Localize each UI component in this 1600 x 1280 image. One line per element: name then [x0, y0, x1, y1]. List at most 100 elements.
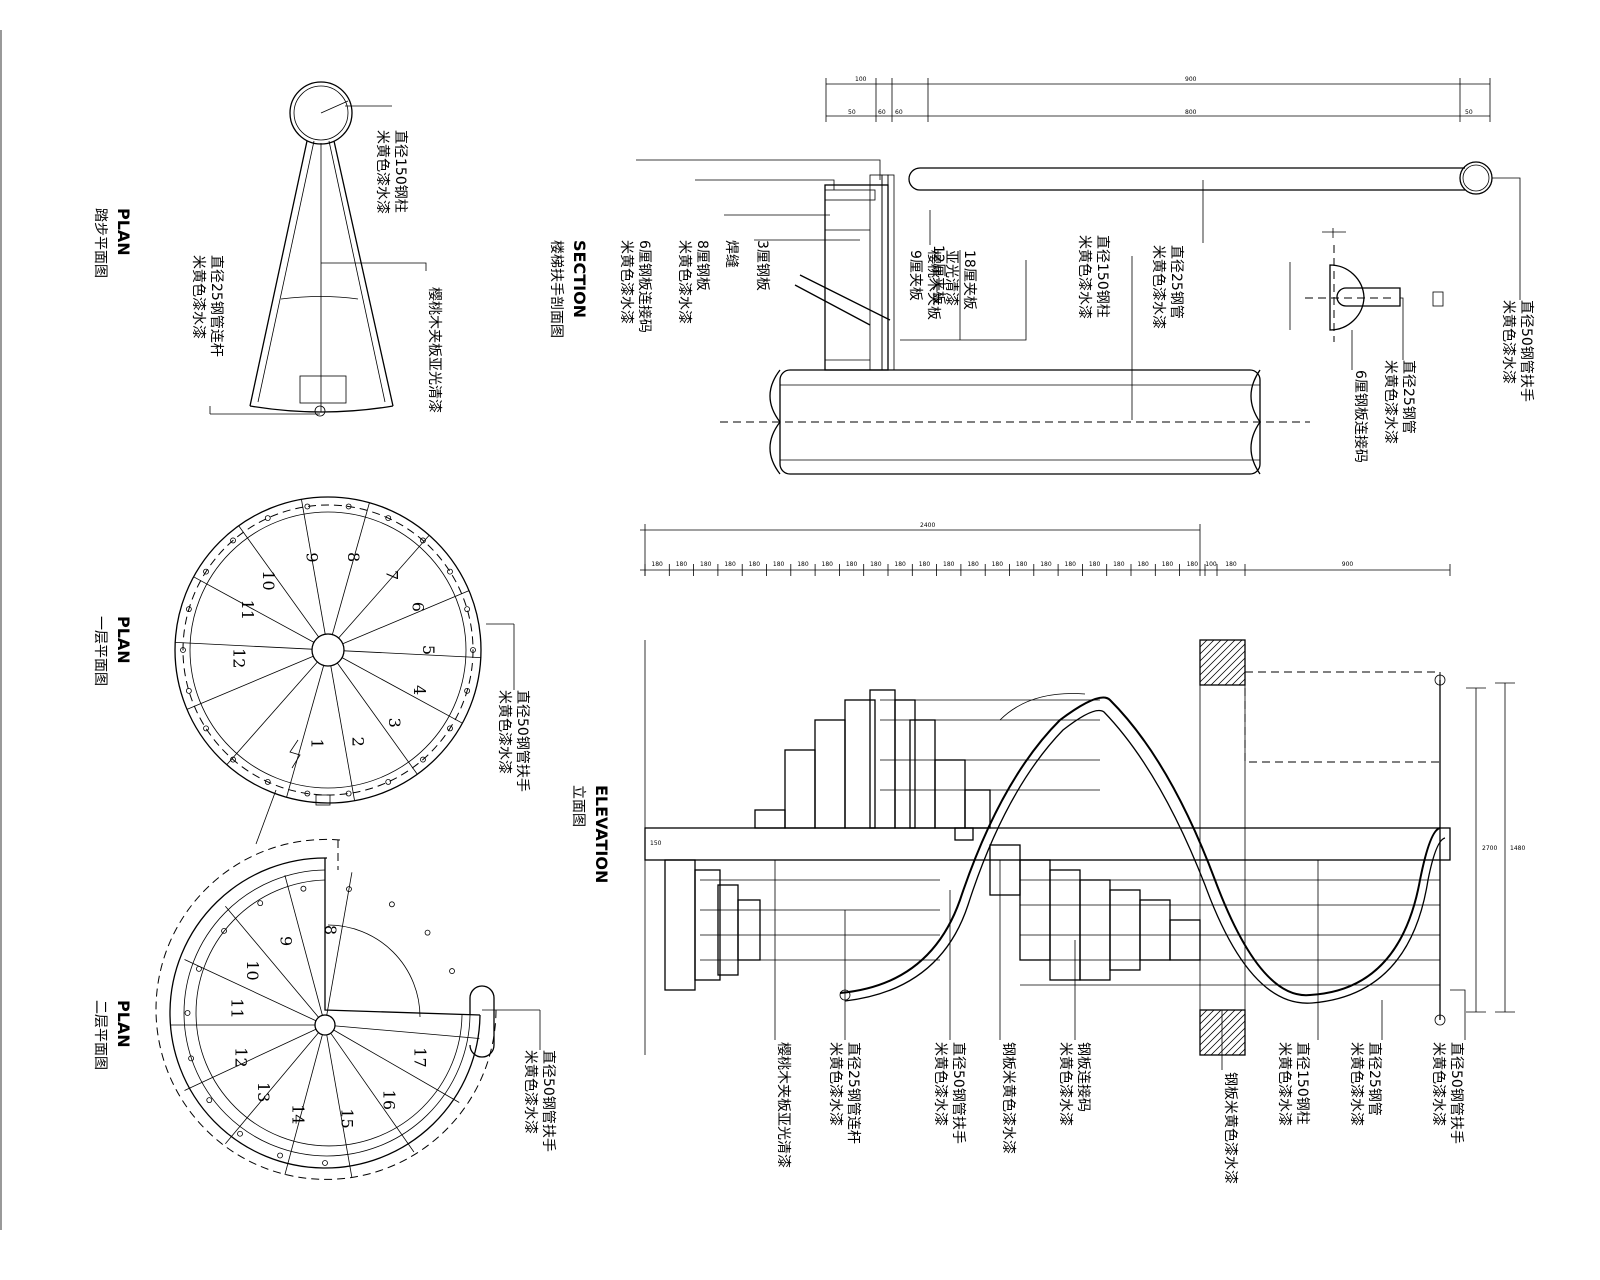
note-line: 直径25钢管连杆	[208, 255, 225, 357]
elev-note-column: 直径150钢柱 米黄色漆水漆	[1276, 1042, 1311, 1126]
plan-floor1-note: 直径50钢管扶手 米黄色漆水漆	[496, 690, 531, 792]
hatch-line	[1203, 1013, 1246, 1056]
step-spoke	[226, 661, 318, 765]
step-block	[909, 719, 936, 829]
note-line: 直径25钢管连杆	[845, 1042, 862, 1144]
link-line	[255, 789, 277, 845]
note-line: 钢板米黄色漆水漆	[1000, 1042, 1017, 1154]
dim-text: 60	[878, 109, 886, 116]
column-inner	[293, 85, 349, 141]
hatch-line	[1199, 1009, 1229, 1039]
step-spoke	[284, 1034, 323, 1175]
hatch-line	[1231, 1041, 1246, 1056]
elev-note-plate: 钢板米黄色漆水漆	[1000, 1042, 1017, 1154]
step-number: 12	[232, 1047, 251, 1067]
tread-plan-title: PLAN 踏步平面图	[92, 208, 133, 278]
dim-text: 180	[1137, 561, 1149, 568]
post-dot	[424, 929, 431, 936]
step-block	[737, 899, 761, 961]
note-line: 樱桃木夹板	[925, 250, 942, 320]
hatch-line	[1199, 639, 1243, 683]
note-line: 8厘钢板	[694, 240, 710, 291]
step-spoke	[193, 576, 315, 643]
dim-text: 180	[894, 561, 906, 568]
elevation-title-zh: 立面图	[570, 785, 586, 827]
step-spoke	[330, 1032, 415, 1153]
note-line: 米黄色漆水漆	[932, 1042, 949, 1126]
dim-text: 180	[700, 561, 712, 568]
dim-text: 180	[1225, 561, 1237, 568]
step-block	[1139, 899, 1171, 961]
step-spoke	[225, 1032, 319, 1144]
step-spoke	[326, 1034, 353, 1178]
step-block	[989, 844, 1021, 896]
step-block	[1169, 919, 1201, 961]
plan-floor2-title-en: PLAN	[114, 1000, 133, 1048]
section-note-baluster: 直径25钢管 米黄色漆水漆	[1150, 245, 1185, 329]
elev-note-tread: 樱桃木夹板亚光清漆	[775, 1042, 792, 1168]
step-number: 2	[349, 737, 368, 747]
step-number: 14	[289, 1104, 308, 1124]
dim-text: 900	[1342, 561, 1354, 568]
dim-text: 180	[967, 561, 979, 568]
note-line: 米黄色漆水漆	[374, 130, 391, 214]
detail-note-connector: 6厘钢板连接码	[1352, 370, 1369, 463]
post-dot	[304, 790, 311, 797]
dim-text: 180	[676, 561, 688, 568]
plan-floor1-title-zh: 一层平面图	[92, 616, 108, 686]
note-line: 米黄色漆水漆	[1430, 1042, 1447, 1126]
center-column	[314, 1014, 336, 1036]
post-dot	[449, 968, 455, 974]
plan-floor2-note: 直径50钢管扶手 米黄色漆水漆	[522, 1050, 557, 1152]
step-spoke	[238, 525, 319, 638]
hatch-line	[1217, 657, 1246, 686]
step-spoke	[284, 875, 323, 1016]
elev-note-connector: 钢板连接码 米黄色漆水漆	[1057, 1042, 1092, 1126]
step-spoke	[186, 655, 314, 710]
dim-text: 180	[749, 561, 761, 568]
elev-note-baluster: 直径25钢管连杆 米黄色漆水漆	[827, 1042, 862, 1144]
outer-circle	[174, 496, 482, 804]
step-block	[784, 749, 816, 829]
step-block	[1079, 879, 1111, 981]
post-dot	[264, 515, 271, 522]
post-dot	[464, 687, 471, 694]
dim-text: 2700	[1482, 845, 1497, 852]
step-spoke	[184, 1028, 317, 1091]
elev-note-rail2: 直径50钢管扶手 米黄色漆水漆	[1430, 1042, 1465, 1144]
hatch-line	[1231, 671, 1246, 686]
post-dot	[203, 725, 209, 732]
outer-arc	[169, 857, 481, 1169]
note-line: 米黄色漆水漆	[827, 1042, 844, 1126]
dim-text: 180	[651, 561, 663, 568]
post-dot	[420, 756, 426, 763]
elev-note-tube: 直径25钢管 米黄色漆水漆	[1348, 1042, 1383, 1126]
hatch-line	[1199, 639, 1236, 676]
step-number: 12	[229, 648, 248, 668]
dim-text: 900	[1185, 76, 1197, 83]
step-number: 9	[303, 552, 322, 562]
step-number: 9	[276, 936, 295, 946]
post-dot	[345, 503, 352, 510]
post-dot	[185, 687, 192, 694]
hatch-line	[1238, 1048, 1246, 1056]
handrail-detail	[1289, 177, 1521, 370]
note-line: 米黄色漆水漆	[1348, 1042, 1365, 1126]
detail-note-tube: 直径25钢管 米黄色漆水漆	[1382, 360, 1417, 444]
step-number: 15	[337, 1108, 356, 1128]
post-dot	[277, 1152, 283, 1159]
dim-text: 180	[846, 561, 858, 568]
step-number: 3	[385, 718, 404, 728]
section-note-8: 8厘钢板 米黄色漆水漆	[676, 240, 710, 324]
hatch-line	[1199, 1009, 1222, 1032]
post-dot	[184, 1010, 191, 1016]
section-note-column: 直径150钢柱 米黄色漆水漆	[1076, 235, 1111, 319]
dim-text: 180	[1113, 561, 1125, 568]
step-spoke	[175, 641, 313, 650]
hatch-line	[1238, 678, 1246, 686]
dim-text: 180	[870, 561, 882, 568]
note-line: 直径50钢管扶手	[514, 690, 531, 792]
